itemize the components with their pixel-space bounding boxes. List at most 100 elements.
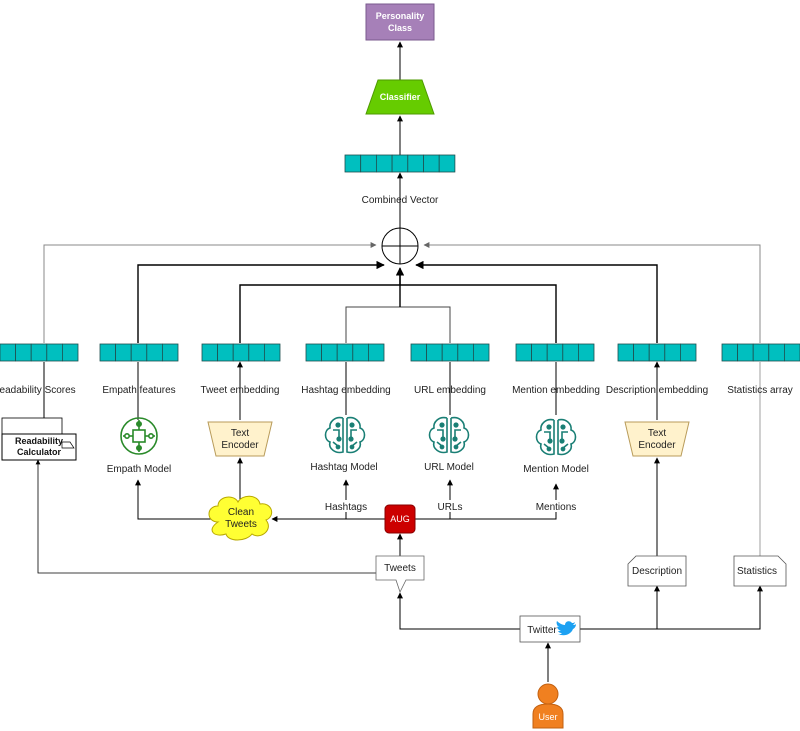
- user-head-icon: [537, 683, 559, 705]
- mention-model-brain-icon: [535, 418, 577, 456]
- description-vector-cell: [633, 343, 650, 362]
- clean-tweets-cloud: Clean Tweets: [208, 495, 273, 541]
- hashtags-edge-label: Hashtags: [325, 502, 367, 513]
- tweet-vector-cell: [232, 343, 250, 362]
- url-vector-cell: [472, 343, 490, 362]
- user-body-icon: [532, 703, 564, 729]
- hashtag-vector-cell: [367, 343, 385, 362]
- url-model-label: URL Model: [424, 462, 474, 473]
- edge-tweets-to-readability: [35, 459, 376, 574]
- text-encoder-1-node: Text Encoder: [207, 421, 273, 457]
- text-encoder-2-line2: Encoder: [638, 440, 676, 451]
- tweets-node: Tweets: [375, 555, 425, 594]
- combined-vector-cell: [438, 154, 456, 173]
- twitter-node: Twitter: [519, 615, 581, 643]
- combined-vector-cells: [344, 154, 456, 173]
- empath-vector-cell: [99, 343, 117, 362]
- statistics-vector-cell: [721, 343, 739, 362]
- url-model-brain-icon: [428, 416, 470, 454]
- edge-twitter-to-tweets: [397, 592, 520, 630]
- edge-clean-to-empath: [135, 479, 212, 520]
- edge-tweet-to-plus: [239, 267, 405, 343]
- user-label: User: [538, 712, 557, 722]
- combined-vector-cell: [344, 154, 362, 173]
- concat-plus-icon: [381, 227, 419, 265]
- statistics-label: Statistics: [737, 566, 777, 577]
- clean-tweets-line2: Tweets: [225, 519, 257, 530]
- statistics-vector-cell: [752, 343, 770, 362]
- brain-icon-stroke: [557, 418, 577, 456]
- empath-vector-cell: [161, 343, 179, 362]
- classifier-label: Classifier: [380, 92, 421, 102]
- mention-vector-cells: [515, 343, 595, 362]
- url-embedding-label: URL embedding: [414, 385, 486, 396]
- readability-vector-cell: [30, 343, 48, 362]
- calculator-doc-icon: [61, 441, 75, 449]
- mention-vector-cell: [531, 343, 548, 362]
- description-label: Description: [632, 566, 682, 577]
- brain-icon-stroke: [335, 444, 341, 450]
- brain-icon-stroke: [335, 422, 341, 428]
- mention-embedding-label: Mention embedding: [512, 385, 600, 396]
- description-node: Description: [627, 555, 687, 587]
- brain-icon-stroke: [346, 416, 366, 454]
- brain-icon-stroke: [547, 438, 553, 444]
- user-node: User: [532, 683, 564, 729]
- readability-vector-cell: [15, 343, 32, 362]
- brain-icon-stroke: [324, 416, 344, 454]
- readability-vector-cell: [0, 343, 17, 362]
- personality-class-line1: Personality: [376, 11, 425, 21]
- hashtag-embedding-label: Hashtag embedding: [301, 385, 391, 396]
- brain-icon-stroke: [450, 416, 470, 454]
- brain-icon-stroke: [349, 444, 355, 450]
- empath-model-icon: [120, 417, 158, 455]
- brain-icon-stroke: [560, 446, 566, 452]
- readability-calculator-line2: Calculator: [17, 447, 62, 457]
- combined-vector-cell: [375, 154, 393, 173]
- statistics-vector-cell: [768, 343, 785, 362]
- combined-vector-cell: [360, 154, 377, 173]
- tweet-embedding-label: Tweet embedding: [201, 385, 280, 396]
- twitter-bird-icon: [556, 621, 576, 636]
- edge-aug-to-mentions: [415, 483, 559, 520]
- edge-statistics-to-plus: [423, 242, 761, 343]
- brain-icon-stroke: [349, 422, 355, 428]
- hashtag-vector-cell: [336, 343, 354, 362]
- statistics-array-label: Statistics array: [727, 385, 793, 396]
- classifier-node: Classifier: [365, 79, 435, 115]
- brain-icon-stroke: [559, 438, 565, 444]
- url-vector-cell: [457, 343, 474, 362]
- combined-vector-label: Combined Vector: [362, 195, 439, 206]
- personality-class-node: Personality Class: [365, 3, 435, 41]
- tweets-label: Tweets: [384, 563, 416, 574]
- url-vector-cell: [426, 343, 443, 362]
- statistics-node: Statistics: [733, 555, 787, 587]
- mention-vector-cell: [515, 343, 533, 362]
- hashtags-label-bg: [322, 500, 370, 512]
- brain-icon-stroke: [348, 436, 354, 442]
- tweet-vector-cells: [201, 343, 281, 362]
- urls-edge-label: URLs: [437, 502, 462, 513]
- edge-empath-to-plus: [137, 260, 385, 343]
- text-encoder-1-line1: Text: [231, 428, 250, 439]
- hashtag-vector-cell: [321, 343, 338, 362]
- mention-vector-cell: [562, 343, 579, 362]
- text-encoder-2-node: Text Encoder: [624, 421, 690, 457]
- personality-class-line2: Class: [388, 23, 412, 33]
- aug-node: AUG: [384, 504, 416, 534]
- readability-calculator-node: Readability Calculator: [1, 417, 77, 461]
- mention-vector-cell: [578, 343, 595, 362]
- mention-vector-cell: [546, 343, 564, 362]
- brain-icon-stroke: [440, 436, 446, 442]
- combined-vector-cell: [423, 154, 440, 173]
- brain-icon-stroke: [560, 424, 566, 430]
- empath-vector-cell: [146, 343, 163, 362]
- url-vector-cell: [410, 343, 428, 362]
- empath-vector-cell: [115, 343, 132, 362]
- hashtag-vector-cell: [305, 343, 323, 362]
- edge-mention-to-plus: [400, 284, 557, 343]
- edge-hashtag-to-plus: [345, 306, 400, 343]
- empath-vector-cell: [130, 343, 148, 362]
- readability-vector-cell: [62, 343, 79, 362]
- combined-vector-cell: [407, 154, 424, 173]
